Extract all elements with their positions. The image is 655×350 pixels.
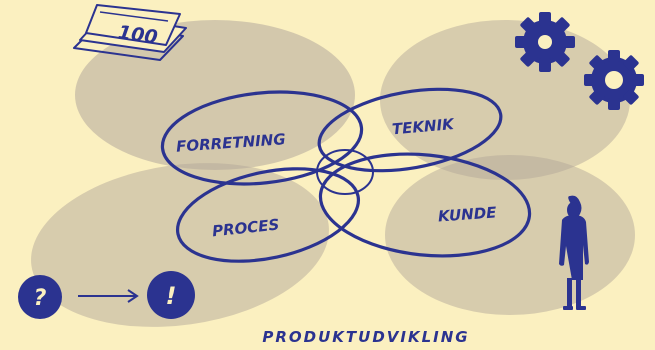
problem-to-idea-flow: ? ! [18, 271, 195, 319]
person-icon [559, 195, 589, 310]
gear-large-icon [515, 12, 575, 72]
wash-bottom-right [385, 155, 635, 315]
loop-teknik [317, 87, 503, 173]
caption-produktudvikling: PRODUKTUDVIKLING [262, 328, 469, 346]
loop-kunde [318, 152, 532, 258]
question-symbol: ? [34, 286, 47, 311]
exclamation-circle-icon: ! [147, 271, 195, 319]
arrow-right-icon [78, 289, 139, 303]
label-kunde: KUNDE [437, 203, 497, 225]
question-circle-icon: ? [18, 275, 62, 319]
loop-center [316, 149, 374, 195]
gears-icon [515, 12, 644, 110]
loop-proces [175, 167, 361, 263]
money-amount: 100 [117, 21, 159, 48]
gear-small-icon [584, 50, 644, 110]
exclamation-symbol: ! [166, 282, 177, 310]
venn-loops [160, 87, 532, 263]
wash-bottom-left [31, 163, 329, 327]
loop-forretning [160, 90, 364, 186]
money-bills-icon: 100 [73, 4, 187, 61]
label-teknik: TEKNIK [391, 115, 456, 138]
